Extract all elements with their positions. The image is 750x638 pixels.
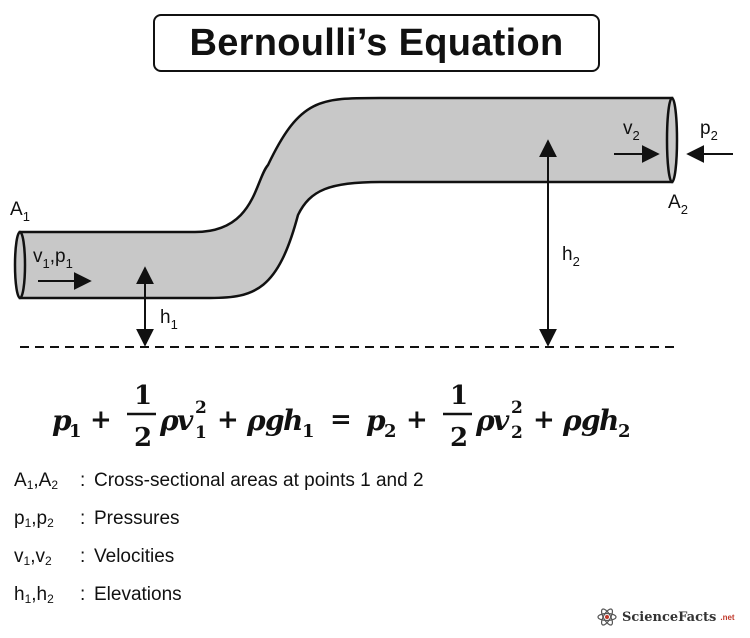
svg-text:p: p — [52, 404, 72, 437]
svg-text:+: + — [533, 405, 555, 435]
brand-tld: .net — [720, 612, 735, 622]
page-title: Bernoulli’s Equation — [189, 21, 564, 64]
inlet-opening — [13, 230, 27, 300]
svg-text:2: 2 — [618, 421, 631, 442]
svg-text:1: 1 — [302, 421, 315, 442]
legend-colon: : — [80, 470, 86, 491]
outlet-opening — [665, 96, 679, 184]
svg-text:1: 1 — [195, 423, 207, 443]
svg-text:=: = — [330, 405, 352, 435]
svg-text:1: 1 — [69, 421, 82, 442]
svg-text:2: 2 — [511, 398, 523, 418]
label-p2: p2 — [700, 118, 718, 143]
title-box: Bernoulli’s Equation — [153, 14, 600, 72]
legend-colon: : — [80, 584, 86, 605]
svg-text:h: h — [283, 404, 303, 437]
legend-colon: : — [80, 546, 86, 567]
svg-text:2: 2 — [195, 398, 207, 418]
svg-text:2: 2 — [511, 423, 523, 443]
label-A2: A2 — [668, 192, 688, 217]
label-v1-p1: v1,p1 — [33, 246, 73, 271]
svg-text:1: 1 — [450, 381, 468, 411]
svg-text:+: + — [90, 405, 112, 435]
svg-text:ρ: ρ — [246, 404, 266, 437]
atom-icon — [597, 608, 617, 626]
svg-text:1: 1 — [134, 381, 152, 411]
legend-symbol: h1,h2 — [14, 584, 54, 606]
svg-text:v: v — [493, 404, 510, 437]
svg-text:h: h — [599, 404, 619, 437]
svg-text:ρ: ρ — [159, 404, 179, 437]
legend-symbol: A1,A2 — [14, 470, 59, 492]
legend-symbol: p1,p2 — [14, 508, 54, 530]
svg-text:+: + — [406, 405, 428, 435]
brand-name: ScienceFacts — [622, 609, 717, 625]
legend-description: Elevations — [94, 584, 182, 605]
label-h1: h1 — [160, 307, 178, 332]
label-v2: v2 — [623, 118, 640, 143]
legend-symbol: v1,v2 — [14, 546, 52, 568]
svg-text:ρ: ρ — [475, 404, 495, 437]
svg-text:2: 2 — [134, 423, 152, 453]
legend-description: Cross-sectional areas at points 1 and 2 — [94, 470, 424, 491]
svg-text:+: + — [217, 405, 239, 435]
svg-text:2: 2 — [384, 421, 397, 442]
legend-colon: : — [80, 508, 86, 529]
svg-text:ρ: ρ — [562, 404, 582, 437]
legend-description: Velocities — [94, 546, 175, 567]
svg-text:2: 2 — [450, 423, 468, 453]
svg-text:g: g — [265, 404, 285, 437]
svg-text:g: g — [581, 404, 601, 437]
bernoulli-equation: p 1 + 1 2 ρ v 2 1 + ρ g h 1 = p 2 + 1 2 … — [52, 381, 631, 453]
label-h2: h2 — [562, 244, 580, 269]
brand-logo: ScienceFacts .net — [596, 606, 735, 628]
legend-description: Pressures — [94, 508, 180, 529]
label-A1: A1 — [10, 199, 30, 224]
svg-text:v: v — [177, 404, 194, 437]
svg-text:p: p — [366, 404, 386, 437]
